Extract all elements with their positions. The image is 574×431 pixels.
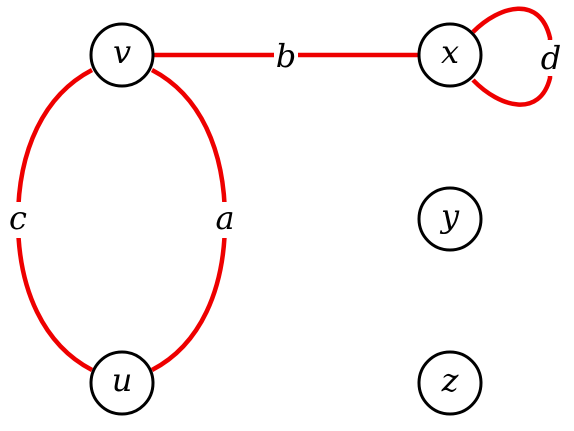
edge-label-d: d (541, 39, 561, 77)
node-y: y (417, 186, 483, 252)
edge-label-c: c (9, 199, 27, 237)
node-label-u: u (112, 361, 133, 399)
node-label-v: v (113, 33, 131, 71)
edge-label-a: a (215, 199, 234, 237)
node-v: v (89, 22, 155, 88)
node-label-y: y (439, 197, 460, 235)
node-circle-x (417, 22, 483, 88)
node-circle-y (417, 186, 483, 252)
edge-label-bg-b (274, 38, 298, 74)
node-circle-v (89, 22, 155, 88)
edge-label-b: b (276, 37, 296, 75)
nodes: v x u y z (89, 22, 483, 416)
edge-label-bg-a (213, 202, 237, 238)
node-label-z: z (441, 361, 460, 399)
node-x: x (417, 22, 483, 88)
edge-label-bg-d (538, 40, 564, 76)
node-label-x: x (441, 33, 459, 71)
node-circle-u (89, 350, 155, 416)
node-u: u (89, 350, 155, 416)
node-z: z (417, 350, 483, 416)
edge-label-bg-c (6, 202, 30, 238)
edge-labels: b a c d (6, 37, 564, 238)
node-circle-z (417, 350, 483, 416)
